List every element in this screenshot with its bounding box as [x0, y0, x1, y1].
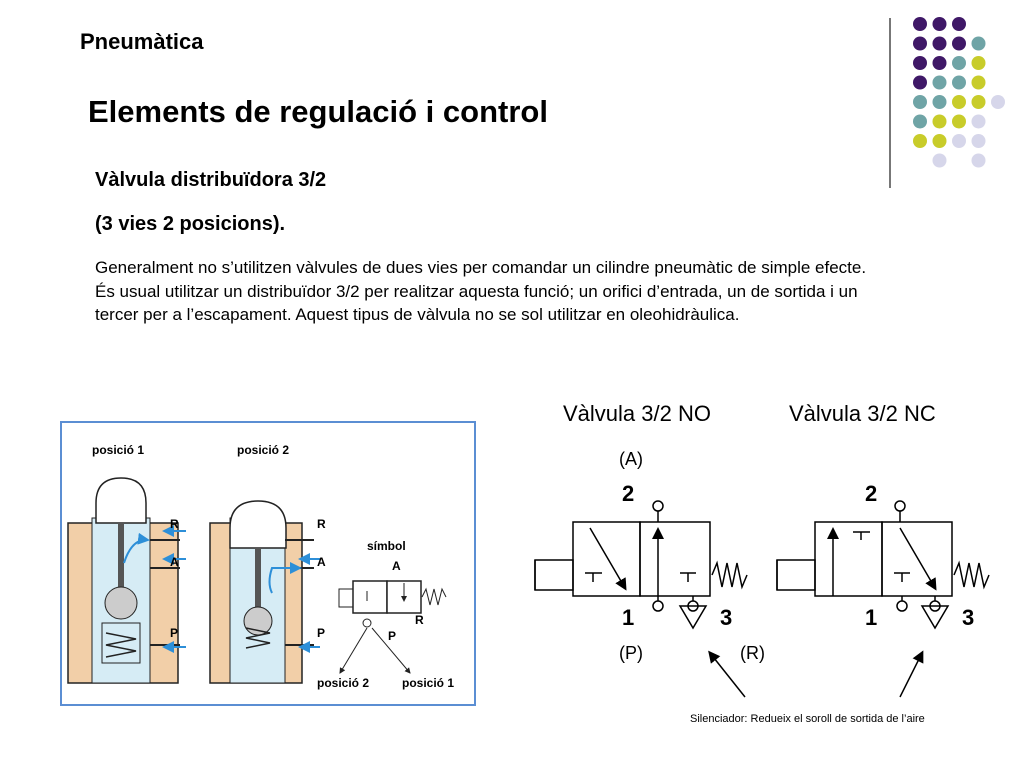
valve-cutaway-figure: posició 1 posició 2 símbol R A P R A P A…: [60, 421, 476, 706]
port-r-label-2: R: [317, 517, 326, 531]
decorative-dot: [913, 134, 927, 148]
silencer-pointer-arrow-1: [708, 650, 746, 698]
port-a-label: (A): [619, 449, 643, 469]
symbol-port-p: P: [388, 629, 397, 643]
position-1-label: posició 1: [92, 443, 145, 457]
decorative-dot: [913, 36, 927, 51]
bottom-position-1-label: posició 1: [402, 676, 455, 690]
decorative-dot: [932, 36, 947, 51]
decorative-dot: [971, 134, 986, 148]
valve-symbols-drawing: [534, 500, 990, 698]
silencer-note: Silenciador: Redueix el soroll de sortid…: [690, 713, 925, 725]
subtitle-line-1: Vàlvula distribuïdora 3/2: [95, 169, 327, 191]
valve-no-port-2: 2: [622, 481, 635, 506]
port-r-label-1: R: [170, 517, 179, 531]
valve-nc-port-3: 3: [962, 605, 975, 630]
decorative-dot: [971, 153, 986, 168]
decorative-dot: [952, 95, 966, 109]
decorative-dot: [971, 75, 986, 90]
decorative-dot: [971, 56, 986, 70]
port-a-label-1: A: [170, 555, 179, 569]
decorative-dot: [932, 114, 947, 129]
section-title: Pneumàtica: [80, 29, 204, 54]
silencer-pointer-arrow-2: [899, 650, 924, 698]
decorative-dot: [913, 114, 927, 129]
valve-nc-title: Vàlvula 3/2 NC: [789, 401, 936, 426]
port-p-label-1: P: [170, 626, 179, 640]
valve-nc-port-2: 2: [865, 481, 878, 506]
port-a-label-2: A: [317, 555, 326, 569]
valve-nc-symbol: [776, 500, 990, 630]
decorative-dot: [991, 95, 1005, 109]
decorative-dot: [913, 95, 927, 109]
valve-no-title: Vàlvula 3/2 NO: [563, 401, 711, 426]
decorative-dot: [952, 17, 966, 31]
valve-cutaway-drawing: [67, 477, 447, 684]
port-r-label: (R): [740, 643, 765, 663]
decorative-dot: [971, 95, 986, 109]
decorative-dot: [952, 114, 966, 129]
decorative-dot: [952, 75, 966, 90]
symbol-port-r: R: [415, 613, 424, 627]
decorative-dot-grid: [913, 17, 1005, 168]
decorative-dot: [913, 17, 927, 31]
position-2-label: posició 2: [237, 443, 290, 457]
decorative-dot: [971, 114, 986, 129]
port-p-label: (P): [619, 643, 643, 663]
decorative-dot: [932, 17, 947, 31]
symbol-label: símbol: [367, 539, 406, 553]
symbol-port-a: A: [392, 559, 401, 573]
decorative-dot: [932, 95, 947, 109]
decorative-dot: [952, 134, 966, 148]
decorative-dot: [952, 56, 966, 70]
page-title: Elements de regulació i control: [88, 94, 548, 129]
decorative-dot: [932, 75, 947, 90]
valve-no-port-1: 1: [622, 605, 635, 630]
decorative-divider: [889, 18, 891, 188]
subtitle-line-2: (3 vies 2 posicions).: [95, 213, 286, 235]
valve-no-symbol: [534, 500, 748, 630]
decorative-dot: [932, 134, 947, 148]
valve-nc-port-1: 1: [865, 605, 878, 630]
decorative-dot: [932, 153, 947, 168]
decorative-dot: [932, 56, 947, 70]
decorative-dot: [913, 75, 927, 90]
decorative-dot: [952, 36, 966, 51]
decorative-dot: [913, 56, 927, 70]
decorative-dot: [971, 36, 986, 51]
bottom-position-2-label: posició 2: [317, 676, 370, 690]
body-paragraph: Generalment no s’utilitzen vàlvules de d…: [95, 258, 867, 324]
port-p-label-2: P: [317, 626, 326, 640]
valve-no-port-3: 3: [720, 605, 733, 630]
